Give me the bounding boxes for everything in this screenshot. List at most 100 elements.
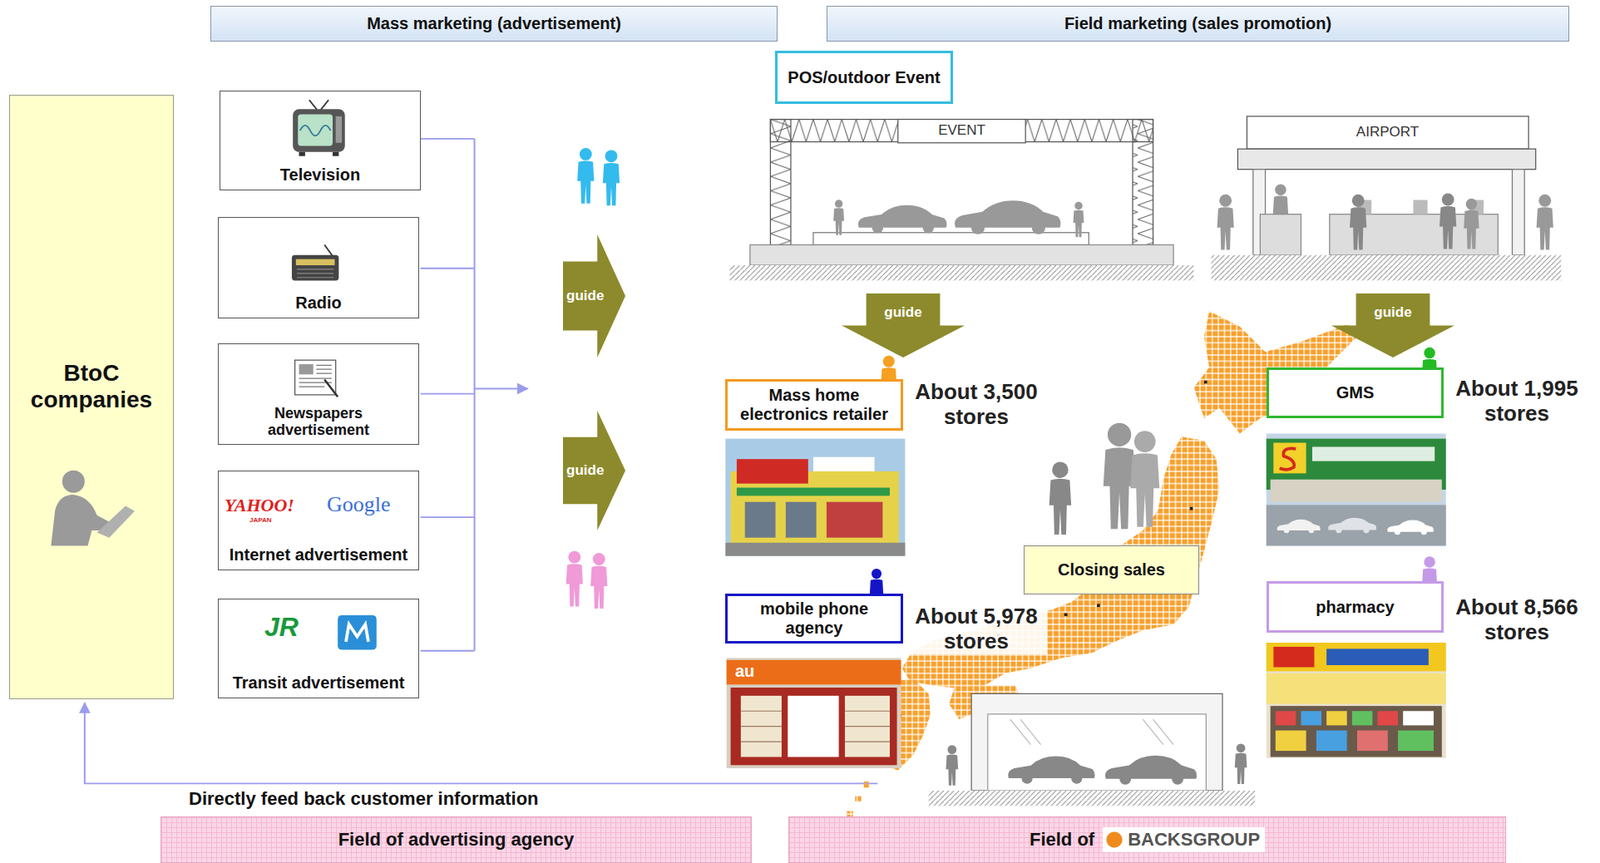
car-showroom-part: [945, 745, 959, 786]
store-photo-part: [725, 543, 905, 557]
event-stage-part: [770, 119, 791, 246]
consumer-icons: [566, 148, 620, 609]
node-label: Mass marketing (advertisement): [366, 14, 622, 34]
store-photo-part: [1266, 673, 1447, 705]
sign-text: AIRPORT: [1246, 124, 1529, 139]
channel-box: mobile phone agencyAbout 5,978 stores: [725, 593, 904, 644]
handshake-silhouettes-part: [1130, 430, 1160, 527]
radio-icon: [291, 244, 339, 281]
car-showroom: [928, 693, 1256, 806]
arrow-shape: [1331, 293, 1455, 358]
node-label: Transit advertisement: [232, 673, 405, 693]
event-stage: [729, 119, 1194, 282]
metro-logo-part: [337, 615, 377, 651]
store-photo-part: [1397, 730, 1434, 752]
node-label: Field of advertising agency: [338, 829, 575, 850]
company-logo: BACKSGROUP: [1102, 827, 1265, 852]
car-showroom-part: [971, 693, 1223, 791]
node-label: Mass home electronics retailer: [730, 385, 898, 425]
node-label: guide: [566, 462, 604, 480]
arrow-shape: [562, 234, 626, 358]
arrow-shape: [1331, 293, 1455, 358]
radio-icon-part: [296, 259, 336, 266]
node-label: GMS: [1336, 383, 1375, 403]
section-header: Mass marketing (advertisement): [210, 5, 778, 42]
store-photo-part: [1326, 648, 1429, 666]
city-dots: [898, 380, 1208, 718]
media-box: Radio: [217, 217, 420, 319]
airport-counter-part: [1536, 194, 1554, 251]
airport-counter-part: [1217, 194, 1235, 251]
store-photo-part: [1377, 711, 1399, 726]
media-connector-lines-part: [474, 388, 529, 391]
store-photo-part: [725, 439, 905, 557]
store-photo-part: [1316, 730, 1348, 752]
channel-box: pharmacyAbout 8,566 stores: [1266, 581, 1444, 633]
event-stage-part: [729, 265, 1194, 281]
media-connector-lines: [420, 138, 529, 652]
illustration-part: [9, 94, 1561, 843]
metro-logo-part: [345, 624, 369, 642]
japan-map-part: [863, 781, 870, 788]
airport-counter-part: [1463, 198, 1479, 250]
company-panel-fill-part: [9, 94, 174, 700]
airport-counter-part: [1210, 255, 1561, 282]
radio-icon-part: [324, 244, 333, 256]
node-label: pharmacy: [1315, 597, 1395, 618]
car-showroom-part: [1007, 756, 1095, 785]
channel-box: Mass home electronics retailerAbout 3,50…: [725, 379, 904, 431]
television-icon-part: [300, 125, 331, 136]
car-showroom-part: [1234, 743, 1248, 785]
store-photo-part: [736, 459, 809, 484]
company-panel: BtoC companies: [9, 94, 174, 700]
annotation: Directly feed back customer information: [188, 790, 539, 809]
store-photo-part: [1266, 642, 1447, 759]
store-count: About 1,995 stores: [1446, 376, 1588, 427]
field-band: Field ofBACKSGROUP: [788, 816, 1507, 863]
car-showroom-part: [987, 714, 1207, 791]
metro-logo: [337, 615, 377, 651]
event-stage-part: [898, 119, 1026, 144]
event-stage-part: [954, 200, 1061, 234]
airport-counter-part: [1237, 148, 1536, 170]
store-photo-part: [1273, 646, 1314, 668]
store-photo-part: [726, 657, 902, 769]
arrow-shape: [841, 293, 965, 358]
store-photo-part: [1277, 519, 1321, 534]
consumer-icons-part: [602, 149, 620, 206]
store-photo-part: [1266, 504, 1447, 546]
node-label: BtoC companies: [9, 360, 173, 414]
store-photo-part: [736, 488, 890, 497]
channel-person-icons: [869, 347, 1438, 615]
store-photo-part: [1275, 711, 1297, 726]
store-photo-part: [740, 711, 890, 742]
store-photo-part: [785, 502, 817, 539]
media-box: Newspapers advertisement: [217, 343, 420, 445]
guide-arrow: guide: [562, 410, 626, 531]
company-panel-fill: [9, 94, 174, 700]
store-photo-part: [726, 660, 902, 685]
airport-counter-part: [1412, 199, 1428, 214]
closing-box: Closing sales: [1023, 545, 1200, 595]
logo-text: JAPAN: [249, 517, 272, 524]
newspaper-icon-part: [324, 379, 338, 397]
store-count: About 5,978 stores: [905, 604, 1047, 655]
car-showroom-part: [1010, 719, 1174, 746]
store-photo-part: [1275, 730, 1307, 752]
arrow-shape: [841, 293, 965, 358]
section-header: Field marketing (sales promotion): [826, 5, 1570, 42]
store-photo-part: [745, 502, 776, 539]
office-worker-silhouette: [50, 470, 135, 547]
store-photo-part: [826, 502, 883, 539]
store-photo-part: [1279, 448, 1297, 470]
television-icon-part: [299, 152, 306, 157]
television-icon: [292, 99, 346, 156]
store-photo-part: [1273, 443, 1306, 475]
consumer-icons-part: [590, 553, 608, 609]
store-photo-part: [1270, 706, 1442, 757]
event-stage-part: [858, 205, 948, 234]
store-photo-part: [1300, 711, 1322, 726]
television-icon-part: [292, 108, 346, 153]
store-photo-part: [730, 687, 898, 766]
